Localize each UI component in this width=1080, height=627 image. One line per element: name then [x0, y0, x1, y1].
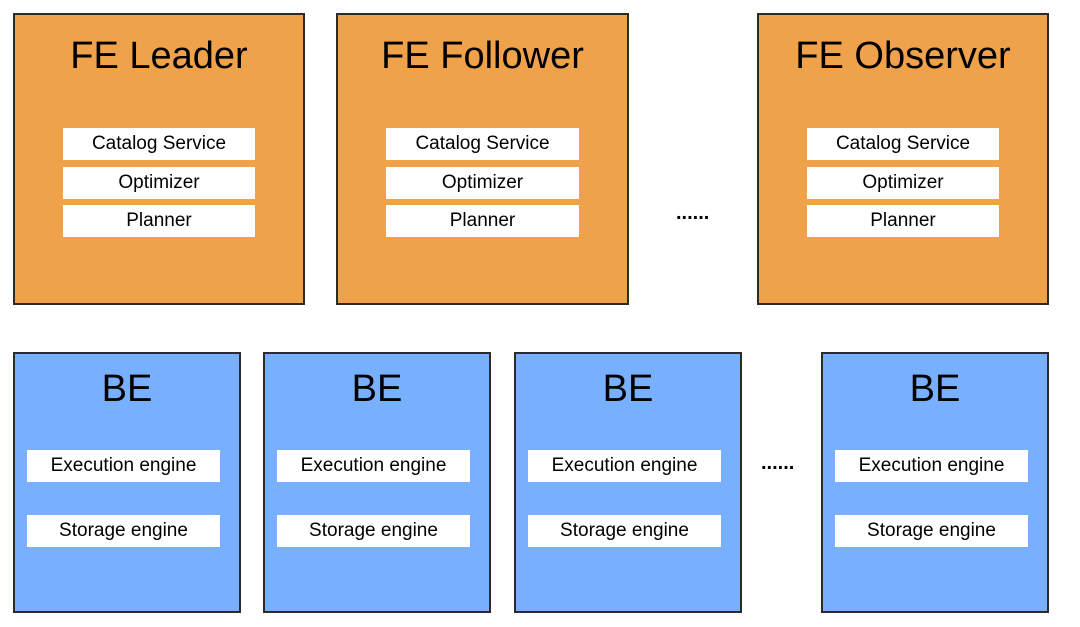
node-title: FE Observer: [795, 35, 1011, 77]
execution-engine-box: Execution engine: [528, 450, 721, 482]
storage-engine-box: Storage engine: [835, 515, 1028, 547]
catalog-service-box: Catalog Service: [807, 128, 999, 160]
node-title: BE: [602, 368, 654, 410]
optimizer-box: Optimizer: [386, 167, 579, 199]
planner-box: Planner: [386, 205, 579, 237]
execution-engine-box: Execution engine: [277, 450, 470, 482]
be-node: BE Execution engine Storage engine: [263, 352, 491, 613]
storage-engine-box: Storage engine: [27, 515, 220, 547]
execution-engine-box: Execution engine: [835, 450, 1028, 482]
planner-box: Planner: [807, 205, 999, 237]
be-node: BE Execution engine Storage engine: [514, 352, 742, 613]
be-node: BE Execution engine Storage engine: [13, 352, 241, 613]
node-title: BE: [351, 368, 403, 410]
fe-ellipsis: ......: [676, 202, 710, 224]
optimizer-box: Optimizer: [807, 167, 999, 199]
node-title: FE Follower: [381, 35, 584, 77]
fe-observer-node: FE Observer Catalog Service Optimizer Pl…: [757, 13, 1049, 305]
optimizer-box: Optimizer: [63, 167, 255, 199]
be-node: BE Execution engine Storage engine: [821, 352, 1049, 613]
catalog-service-box: Catalog Service: [63, 128, 255, 160]
node-title: FE Leader: [70, 35, 248, 77]
storage-engine-box: Storage engine: [528, 515, 721, 547]
node-title: BE: [101, 368, 153, 410]
execution-engine-box: Execution engine: [27, 450, 220, 482]
planner-box: Planner: [63, 205, 255, 237]
storage-engine-box: Storage engine: [277, 515, 470, 547]
node-title: BE: [909, 368, 961, 410]
fe-follower-node: FE Follower Catalog Service Optimizer Pl…: [336, 13, 629, 305]
fe-leader-node: FE Leader Catalog Service Optimizer Plan…: [13, 13, 305, 305]
be-ellipsis: ......: [761, 452, 795, 474]
catalog-service-box: Catalog Service: [386, 128, 579, 160]
